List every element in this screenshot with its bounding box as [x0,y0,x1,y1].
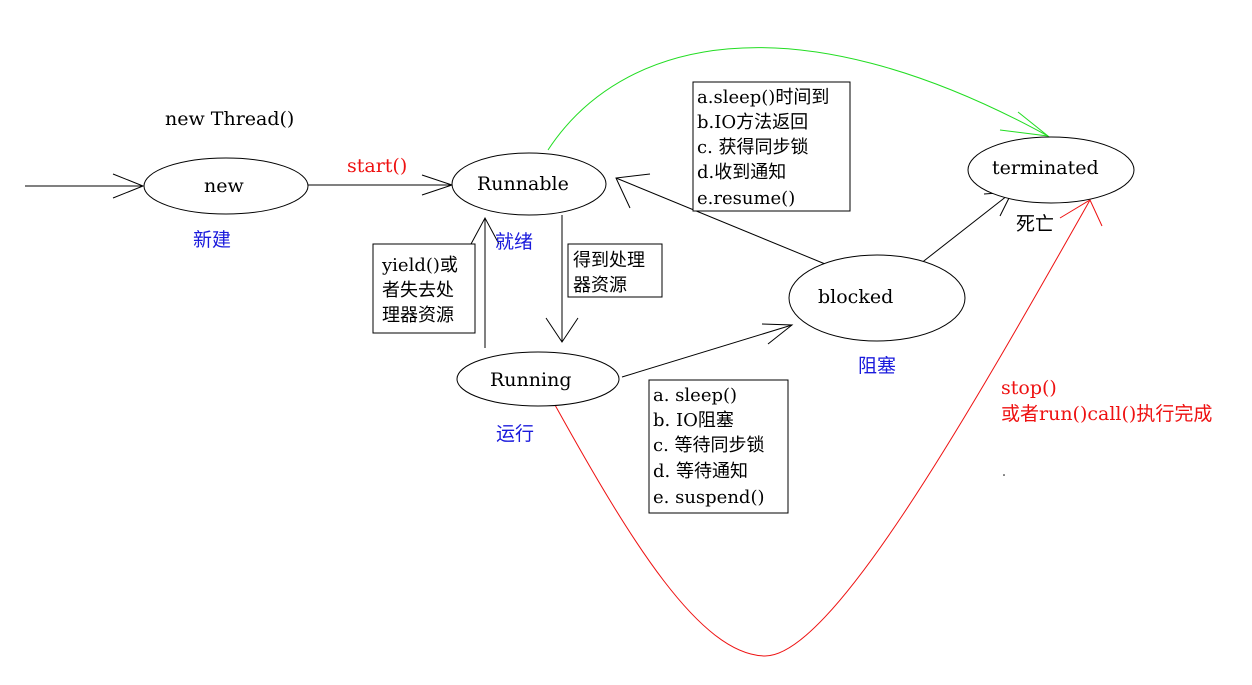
unblock-note-line: e.resume() [697,188,795,209]
blocked-terminate-arrow [919,191,1013,265]
state-new: new [143,157,309,215]
unblock-note-line: b.IO方法返回 [697,112,808,133]
get-cpu-note-line: 得到处理 [573,250,645,271]
yield-note-line: 者失去处 [382,280,454,301]
block-note-line: e. suspend() [653,487,765,508]
blocked-cn-caption: 阻塞 [858,355,896,377]
unblock-arrow [615,173,831,267]
new-thread-caption: new Thread() [165,108,294,130]
running-terminate-arrow [554,199,1103,657]
block-note-line: d. 等待通知 [653,461,748,482]
stray-dot [1003,474,1005,476]
yield-note-line: 理器资源 [382,305,454,326]
get-cpu-arrow [545,215,579,343]
unblock-note-line: a.sleep()时间到 [697,87,829,108]
yield-note: yield()或 者失去处 理器资源 [372,243,476,334]
running-cn-caption: 运行 [496,423,534,445]
state-runnable: Runnable [451,152,607,216]
new-cn-caption: 新建 [193,229,231,251]
state-new-label: new [204,175,244,197]
block-arrow [621,323,794,378]
unblock-note: a.sleep()时间到 b.IO方法返回 c. 获得同步锁 d.收到通知 e.… [692,81,851,212]
yield-arrow [470,216,500,348]
state-runnable-label: Runnable [477,173,569,195]
runnable-cn-caption: 就绪 [495,231,533,253]
start-label: start() [347,155,407,177]
unblock-note-line: d.收到通知 [697,162,786,183]
state-blocked-label: blocked [818,286,893,308]
block-note-line: c. 等待同步锁 [653,435,765,456]
block-note-line: b. IO阻塞 [653,410,734,431]
stop-label-line2: 或者run()call()执行完成 [1001,403,1212,425]
stop-label-line1: stop() [1001,377,1057,399]
runnable-terminate-arrow [547,47,1050,151]
get-cpu-note: 得到处理 器资源 [567,243,663,298]
state-running-label: Running [490,369,572,391]
state-running: Running [456,351,620,407]
unblock-note-line: c. 获得同步锁 [697,137,809,158]
state-terminated-label: terminated [992,157,1099,179]
entry-arrow [25,173,145,199]
yield-note-line: yield()或 [381,255,458,276]
state-blocked: blocked [788,254,966,342]
terminated-cn-caption: 死亡 [1016,213,1054,235]
block-note: a. sleep() b. IO阻塞 c. 等待同步锁 d. 等待通知 e. s… [648,379,789,514]
block-note-line: a. sleep() [653,385,737,406]
get-cpu-note-line: 器资源 [573,275,627,296]
start-arrow [308,174,454,196]
state-terminated: terminated [967,136,1135,204]
